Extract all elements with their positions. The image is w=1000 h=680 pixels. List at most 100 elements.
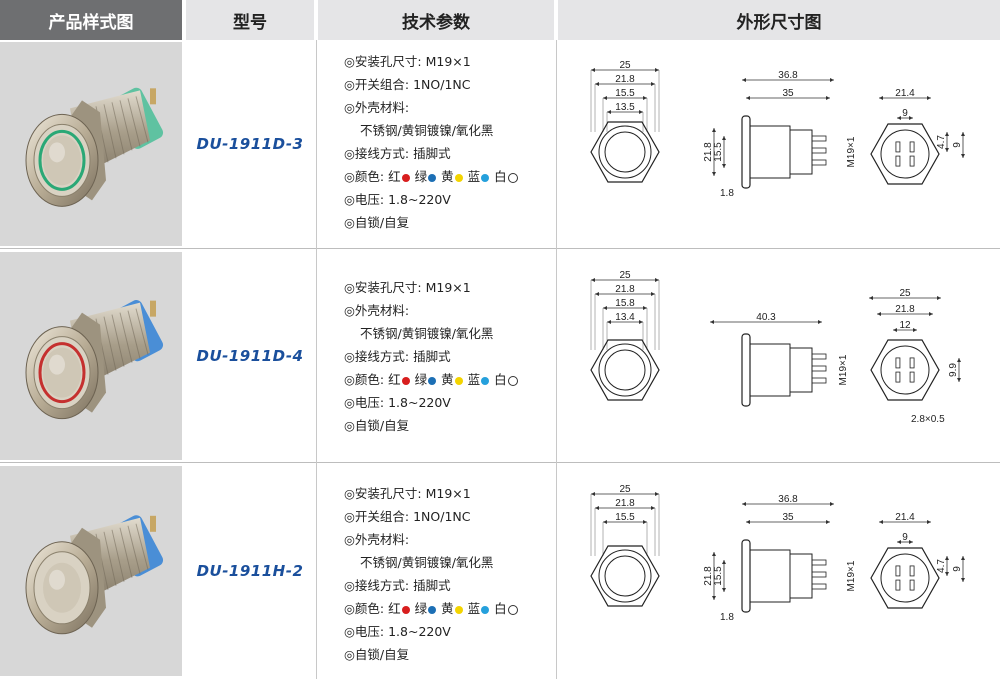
- spec-text: 不锈钢/黄铜镀镍/氧化黑: [360, 555, 494, 570]
- svg-text:1.8: 1.8: [720, 188, 734, 199]
- product-photo: [0, 252, 182, 460]
- spec-text: 不锈钢/黄铜镀镍/氧化黑: [360, 123, 494, 138]
- color-dot-icon: [481, 376, 490, 385]
- spec-item: 不锈钢/黄铜镀镍/氧化黑: [344, 119, 554, 142]
- spec-item: ◎颜色: 红绿黄蓝白: [344, 368, 554, 391]
- color-label: 蓝: [467, 601, 481, 616]
- color-label: 红: [388, 372, 401, 387]
- svg-text:M19×1: M19×1: [846, 136, 857, 167]
- svg-text:36.8: 36.8: [778, 70, 798, 81]
- spec-item: ◎颜色: 红绿黄蓝白: [344, 165, 554, 188]
- svg-text:21.8: 21.8: [615, 284, 635, 295]
- color-label: 白: [494, 601, 507, 616]
- spec-text: ◎接线方式: 插脚式: [344, 349, 451, 364]
- model-number: DU-1911H-2: [196, 562, 304, 580]
- color-label: 绿: [414, 601, 428, 616]
- svg-text:9.9: 9.9: [948, 363, 959, 377]
- spec-text: ◎开关组合: 1NO/1NC: [344, 77, 471, 92]
- svg-text:25: 25: [619, 484, 631, 495]
- svg-text:9: 9: [902, 532, 908, 543]
- color-dot-icon: [428, 376, 437, 385]
- spec-list: ◎安装孔尺寸: M19×1 ◎开关组合: 1NO/1NC ◎外壳材料: 不锈钢/黄铜镀…: [344, 482, 554, 666]
- color-label: 蓝: [467, 169, 481, 184]
- svg-text:13.5: 13.5: [615, 102, 635, 113]
- product-photo: [0, 42, 182, 246]
- spec-item: ◎自锁/自复: [344, 643, 554, 666]
- model-number: DU-1911D-4: [196, 347, 304, 365]
- spec-item: 不锈钢/黄铜镀镍/氧化黑: [344, 322, 554, 345]
- color-dot-icon: [401, 376, 410, 385]
- spec-text: ◎颜色:: [344, 372, 389, 387]
- spec-item: ◎颜色: 红绿黄蓝白: [344, 597, 554, 620]
- spec-text: ◎自锁/自复: [344, 215, 410, 230]
- svg-text:35: 35: [782, 88, 794, 99]
- spec-item: ◎开关组合: 1NO/1NC: [344, 505, 554, 528]
- color-label: 黄: [441, 372, 454, 387]
- color-label: 绿: [414, 372, 428, 387]
- svg-text:25: 25: [619, 60, 631, 71]
- spec-text: ◎颜色:: [344, 169, 389, 184]
- spec-item: 不锈钢/黄铜镀镍/氧化黑: [344, 551, 554, 574]
- svg-text:15.8: 15.8: [615, 298, 635, 309]
- spec-text: ◎外壳材料:: [344, 100, 410, 115]
- column-divider: [556, 40, 557, 679]
- header-model: 型号: [186, 0, 314, 40]
- spec-list: ◎安装孔尺寸: M19×1 ◎外壳材料: 不锈钢/黄铜镀镍/氧化黑 ◎接线方式: 插脚…: [344, 276, 554, 437]
- header-drawing: 外形尺寸图: [558, 0, 1000, 40]
- model-number: DU-1911D-3: [196, 135, 304, 153]
- svg-text:25: 25: [619, 270, 631, 281]
- color-dot-icon: [454, 605, 463, 614]
- spec-text: ◎颜色:: [344, 601, 389, 616]
- color-label: 白: [494, 169, 507, 184]
- svg-text:15.5: 15.5: [713, 142, 724, 162]
- spec-text: ◎电压: 1.8~220V: [344, 624, 451, 639]
- spec-list: ◎安装孔尺寸: M19×1 ◎开关组合: 1NO/1NC ◎外壳材料: 不锈钢/黄铜镀…: [344, 50, 554, 234]
- spec-item: ◎安装孔尺寸: M19×1: [344, 50, 554, 73]
- header-specs: 技术参数: [318, 0, 554, 40]
- spec-item: ◎接线方式: 插脚式: [344, 574, 554, 597]
- column-divider: [316, 40, 317, 679]
- svg-text:35: 35: [782, 512, 794, 523]
- spec-item: ◎安装孔尺寸: M19×1: [344, 482, 554, 505]
- spec-text: ◎安装孔尺寸: M19×1: [344, 280, 471, 295]
- color-label: 蓝: [467, 372, 481, 387]
- svg-text:13.4: 13.4: [615, 312, 635, 323]
- svg-text:21.8: 21.8: [615, 74, 635, 85]
- spec-item: ◎接线方式: 插脚式: [344, 142, 554, 165]
- spec-text: ◎接线方式: 插脚式: [344, 146, 451, 161]
- color-dot-icon: [454, 173, 463, 182]
- row-divider: [0, 462, 1000, 463]
- color-dot-icon: [507, 375, 518, 386]
- svg-text:21.4: 21.4: [895, 512, 915, 523]
- spec-item: ◎电压: 1.8~220V: [344, 391, 554, 414]
- svg-text:21.4: 21.4: [895, 88, 915, 99]
- spec-text: ◎外壳材料:: [344, 532, 410, 547]
- svg-text:1.8: 1.8: [720, 612, 734, 623]
- spec-item: ◎外壳材料:: [344, 528, 554, 551]
- svg-text:21.8: 21.8: [615, 498, 635, 509]
- spec-text: ◎外壳材料:: [344, 303, 410, 318]
- spec-item: ◎外壳材料:: [344, 299, 554, 322]
- color-label: 黄: [441, 169, 454, 184]
- color-dot-icon: [507, 172, 518, 183]
- color-label: 黄: [441, 601, 454, 616]
- svg-text:15.5: 15.5: [615, 88, 635, 99]
- color-dot-icon: [481, 605, 490, 614]
- svg-text:21.8: 21.8: [703, 142, 714, 162]
- svg-text:M19×1: M19×1: [838, 354, 849, 385]
- spec-text: ◎安装孔尺寸: M19×1: [344, 486, 471, 501]
- spec-item: ◎电压: 1.8~220V: [344, 188, 554, 211]
- svg-text:15.5: 15.5: [615, 512, 635, 523]
- color-dot-icon: [428, 605, 437, 614]
- color-dot-icon: [428, 173, 437, 182]
- spec-item: ◎接线方式: 插脚式: [344, 345, 554, 368]
- spec-item: ◎自锁/自复: [344, 414, 554, 437]
- spec-text: ◎电压: 1.8~220V: [344, 192, 451, 207]
- svg-text:21.8: 21.8: [703, 566, 714, 586]
- spec-text: ◎安装孔尺寸: M19×1: [344, 54, 471, 69]
- color-label: 白: [494, 372, 507, 387]
- svg-text:15.5: 15.5: [713, 566, 724, 586]
- svg-text:25: 25: [899, 288, 911, 299]
